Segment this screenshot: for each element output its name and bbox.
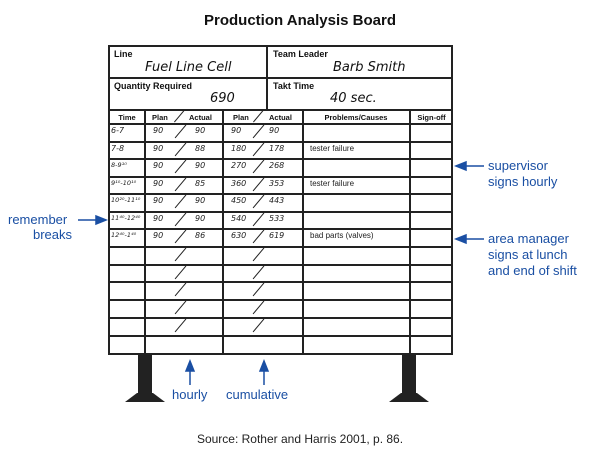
hourly-plan-cell: 90 xyxy=(153,214,164,223)
cumulative-label: cumulative xyxy=(226,387,289,402)
time-cell: 9¹⁰-10¹⁰ xyxy=(111,179,137,187)
takt-label: Takt Time xyxy=(273,81,315,91)
time-cell: 6-7 xyxy=(111,126,125,135)
board-leg-left xyxy=(138,355,152,395)
remember-label: remember xyxy=(8,212,68,227)
breaks-label: breaks xyxy=(33,227,73,242)
hourly-actual-cell: 90 xyxy=(195,196,206,205)
row-divider xyxy=(108,123,453,125)
cumulative-actual-cell: 268 xyxy=(269,161,285,170)
col-cum-plan: Plan xyxy=(233,113,249,122)
hourly-label: hourly xyxy=(172,387,208,402)
problem-cell: tester failure xyxy=(310,179,355,188)
source-caption: Source: Rother and Harris 2001, p. 86. xyxy=(196,432,404,446)
problem-cell: bad parts (valves) xyxy=(310,231,374,240)
hourly-plan-cell: 90 xyxy=(153,161,164,170)
cumulative-plan-cell: 270 xyxy=(231,161,247,170)
time-cell: 11⁴⁰-12⁴⁰ xyxy=(111,214,141,222)
cumulative-plan-cell: 540 xyxy=(231,214,247,223)
time-cell: 12⁴⁰-1⁴⁰ xyxy=(111,231,137,239)
column-divider xyxy=(409,109,411,355)
line-label: Line xyxy=(114,49,133,59)
row-divider xyxy=(108,141,453,143)
team-leader-label: Team Leader xyxy=(273,49,328,59)
time-cell: 8-9¹⁰ xyxy=(111,161,127,169)
arrowhead xyxy=(453,160,467,172)
row-divider xyxy=(108,228,453,230)
line-value: Fuel Line Cell xyxy=(145,60,232,75)
arrowhead xyxy=(258,358,270,372)
manager-label-3: and end of shift xyxy=(488,263,577,278)
hourly-actual-cell: 86 xyxy=(195,231,206,240)
cumulative-plan-cell: 630 xyxy=(231,231,247,240)
hourly-actual-cell: 90 xyxy=(195,126,206,135)
manager-label: area manager xyxy=(488,231,569,246)
cumulative-plan-cell: 90 xyxy=(231,126,242,135)
takt-value: 40 sec. xyxy=(330,91,377,106)
col-time: Time xyxy=(118,113,136,122)
row-divider xyxy=(108,193,453,195)
header-bottom-divider xyxy=(108,109,453,111)
cumulative-actual-cell: 533 xyxy=(269,214,285,223)
cumulative-plan-cell: 450 xyxy=(231,196,247,205)
arrowhead xyxy=(184,358,196,372)
row-divider xyxy=(108,317,453,319)
cumulative-actual-cell: 443 xyxy=(269,196,285,205)
hourly-actual-cell: 85 xyxy=(195,179,206,188)
cumulative-actual-cell: 90 xyxy=(269,126,280,135)
cumulative-actual-cell: 353 xyxy=(269,179,285,188)
col-hourly-plan: Plan xyxy=(152,113,168,122)
team-leader-value: Barb Smith xyxy=(333,60,406,75)
row-divider xyxy=(108,281,453,283)
column-divider xyxy=(222,109,224,355)
hourly-plan-cell: 90 xyxy=(153,144,164,153)
row-divider xyxy=(108,264,453,266)
hourly-actual-cell: 90 xyxy=(195,214,206,223)
cumulative-actual-cell: 178 xyxy=(269,144,285,153)
cumulative-actual-cell: 619 xyxy=(269,231,285,240)
hourly-actual-cell: 90 xyxy=(195,161,206,170)
hourly-plan-cell: 90 xyxy=(153,196,164,205)
row-divider xyxy=(108,299,453,301)
col-hourly-actual: Actual xyxy=(189,113,212,122)
arrowhead xyxy=(95,214,109,226)
board-foot-right xyxy=(389,393,429,402)
row-divider xyxy=(108,246,453,248)
header-row-divider xyxy=(108,77,453,79)
hourly-plan-cell: 90 xyxy=(153,179,164,188)
column-divider xyxy=(302,109,304,355)
board-leg-right xyxy=(402,355,416,395)
cumulative-plan-cell: 180 xyxy=(231,144,247,153)
diagram-title: Production Analysis Board xyxy=(204,12,396,29)
board-foot-left xyxy=(125,393,165,402)
quantity-value: 690 xyxy=(210,91,235,106)
col-problems: Problems/Causes xyxy=(324,113,388,122)
quantity-label: Quantity Required xyxy=(114,81,193,91)
cumulative-plan-cell: 360 xyxy=(231,179,247,188)
col-cum-actual: Actual xyxy=(269,113,292,122)
supervisor-label-2: signs hourly xyxy=(488,174,558,189)
arrowhead xyxy=(453,233,467,245)
production-board xyxy=(108,45,453,355)
manager-label-2: signs at lunch xyxy=(488,247,568,262)
problem-cell: tester failure xyxy=(310,144,355,153)
col-signoff: Sign-off xyxy=(417,113,446,122)
row-divider xyxy=(108,176,453,178)
supervisor-label: supervisor xyxy=(488,158,548,173)
hourly-plan-cell: 90 xyxy=(153,231,164,240)
time-cell: 7-8 xyxy=(111,144,125,153)
row-divider xyxy=(108,335,453,337)
time-cell: 10²⁰-11¹⁰ xyxy=(111,196,141,204)
hourly-plan-cell: 90 xyxy=(153,126,164,135)
column-divider xyxy=(144,109,146,355)
hourly-actual-cell: 88 xyxy=(195,144,206,153)
row-divider xyxy=(108,211,453,213)
row-divider xyxy=(108,158,453,160)
